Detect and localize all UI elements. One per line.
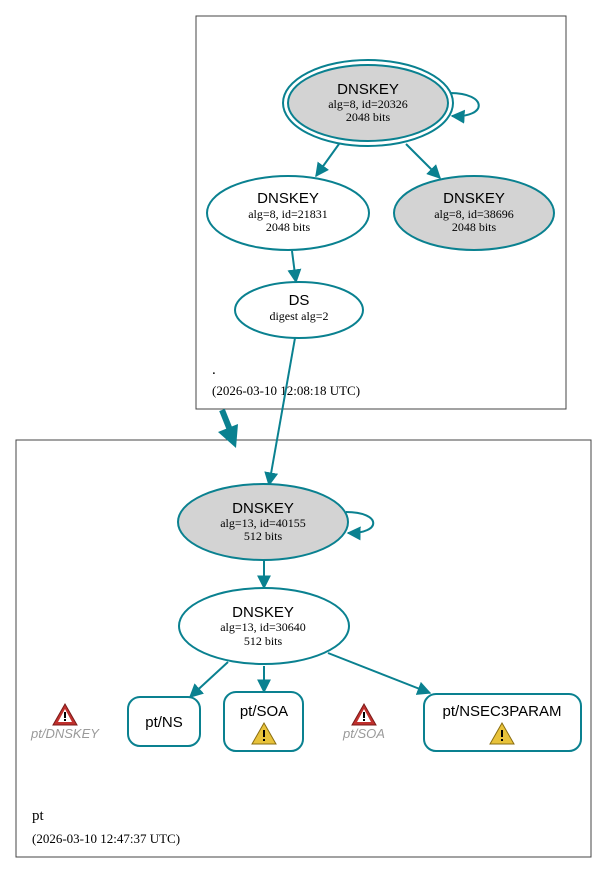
- pt-zsk-size: 512 bits: [244, 634, 283, 648]
- pt-soa-error-label: pt/SOA: [342, 726, 385, 741]
- pt-nsec3param-node[interactable]: pt/NSEC3PARAM: [423, 693, 582, 752]
- root-zsk2-node[interactable]: DNSKEY alg=8, id=38696 2048 bits: [393, 175, 555, 251]
- pt-zsk-shape: [178, 587, 350, 665]
- edge-pt-zsk-to-ns: [188, 661, 229, 698]
- pt-ksk-detail: alg=13, id=40155: [220, 516, 306, 530]
- root-ds-title: DS: [289, 292, 310, 309]
- pt-dnskey-error-label: pt/DNSKEY: [30, 726, 100, 741]
- error-triangle-icon: [52, 702, 78, 726]
- pt-ns-node[interactable]: pt/NS: [127, 696, 201, 747]
- edge-delegation: [219, 408, 233, 432]
- root-ksk-size: 2048 bits: [346, 110, 391, 124]
- warning-triangle-icon: [251, 721, 277, 745]
- pt-ksk-title: DNSKEY: [232, 500, 294, 517]
- root-zsk2-detail: alg=8, id=38696: [434, 207, 514, 221]
- pt-ns-shape: [127, 696, 201, 747]
- pt-dnskey-error[interactable]: pt/DNSKEY: [30, 702, 100, 741]
- pt-ksk-size: 512 bits: [244, 529, 283, 543]
- root-zsk1-shape: [206, 175, 370, 251]
- root-ds-shape: [234, 281, 364, 339]
- root-zsk1-node[interactable]: DNSKEY alg=8, id=21831 2048 bits: [206, 175, 370, 251]
- root-zsk1-detail: alg=8, id=21831: [248, 207, 328, 221]
- pt-zsk-node[interactable]: DNSKEY alg=13, id=30640 512 bits: [178, 587, 350, 665]
- edge-ds-to-pt-ksk: [264, 337, 296, 487]
- root-zsk1-title: DNSKEY: [257, 190, 319, 207]
- root-zsk2-title: DNSKEY: [443, 190, 505, 207]
- pt-ksk-shape: [177, 483, 349, 561]
- root-zsk2-shape: [393, 175, 555, 251]
- warning-triangle-icon: [489, 721, 515, 745]
- pt-zsk-detail: alg=13, id=30640: [220, 620, 306, 634]
- root-zsk2-size: 2048 bits: [452, 220, 497, 234]
- pt-zsk-title: DNSKEY: [232, 604, 294, 621]
- pt-zone-timestamp: (2026-03-10 12:47:37 UTC): [32, 831, 180, 846]
- edge-delegation-head: [218, 424, 238, 448]
- error-triangle-icon: [351, 702, 377, 726]
- root-ksk-node[interactable]: DNSKEY alg=8, id=20326 2048 bits: [282, 59, 454, 147]
- root-ds-detail: digest alg=2: [269, 309, 328, 323]
- edge-root-ksk-self: [449, 92, 480, 124]
- root-zone-name: .: [212, 362, 216, 378]
- pt-soa-label: pt/SOA: [240, 703, 288, 720]
- edge-zsk1-to-ds: [287, 250, 302, 284]
- edge-root-ksk-to-zsk2: [405, 143, 441, 179]
- edge-pt-zsk-to-nsec3param: [327, 652, 432, 695]
- edges: [188, 92, 480, 698]
- pt-ksk-node[interactable]: DNSKEY alg=13, id=40155 512 bits: [177, 483, 349, 561]
- pt-nsec3param-shape: [423, 693, 582, 752]
- edge-root-ksk-to-zsk1: [315, 143, 340, 178]
- pt-soa-error[interactable]: pt/SOA: [342, 702, 385, 741]
- root-ksk-shape: [287, 64, 449, 142]
- pt-zone-name: pt: [32, 808, 45, 824]
- pt-soa-node[interactable]: pt/SOA: [223, 691, 304, 752]
- edge-pt-ksk-self: [345, 511, 375, 541]
- pt-soa-shape: [223, 691, 304, 752]
- pt-ns-label: pt/NS: [145, 714, 183, 731]
- root-ksk-detail: alg=8, id=20326: [328, 97, 408, 111]
- pt-nsec3param-label: pt/NSEC3PARAM: [443, 703, 562, 720]
- root-zsk1-size: 2048 bits: [266, 220, 311, 234]
- root-ds-node[interactable]: DS digest alg=2: [234, 281, 364, 339]
- root-ksk-title: DNSKEY: [337, 81, 399, 98]
